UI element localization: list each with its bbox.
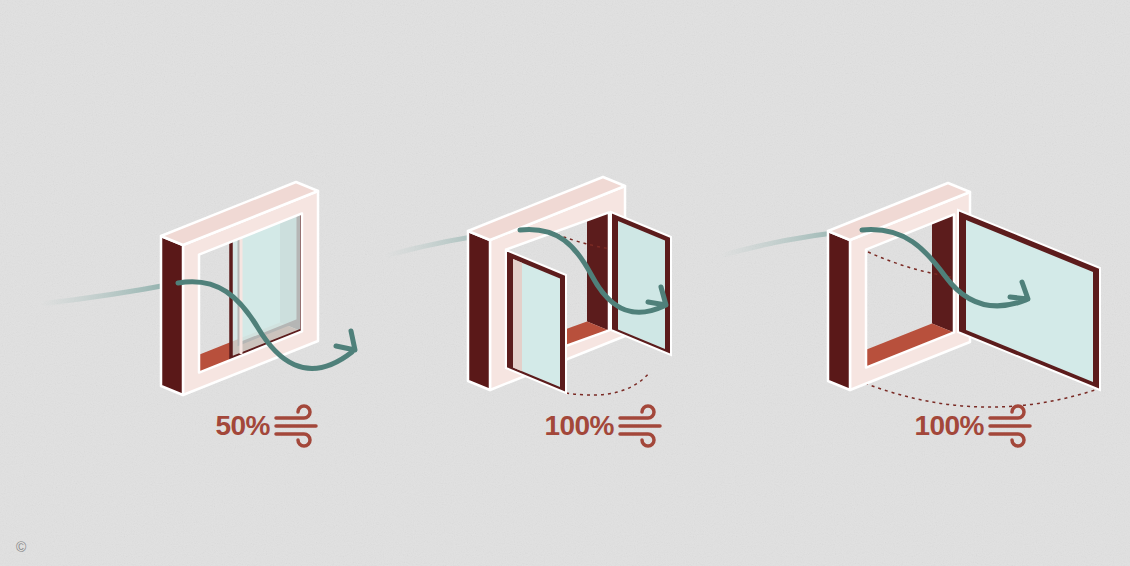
- wind-symbol: [990, 406, 1030, 446]
- sliding-window: [40, 182, 355, 395]
- ventilation-percentage: 100%: [914, 411, 984, 442]
- ventilation-percentage: 50%: [215, 411, 270, 442]
- single-casement-window: [720, 183, 1100, 407]
- wind-symbol: [276, 406, 316, 446]
- copyright-mark: ©: [16, 540, 26, 555]
- wind-symbol: [620, 406, 660, 446]
- casement-window: [385, 177, 671, 395]
- ventilation-percentage: 100%: [544, 411, 614, 442]
